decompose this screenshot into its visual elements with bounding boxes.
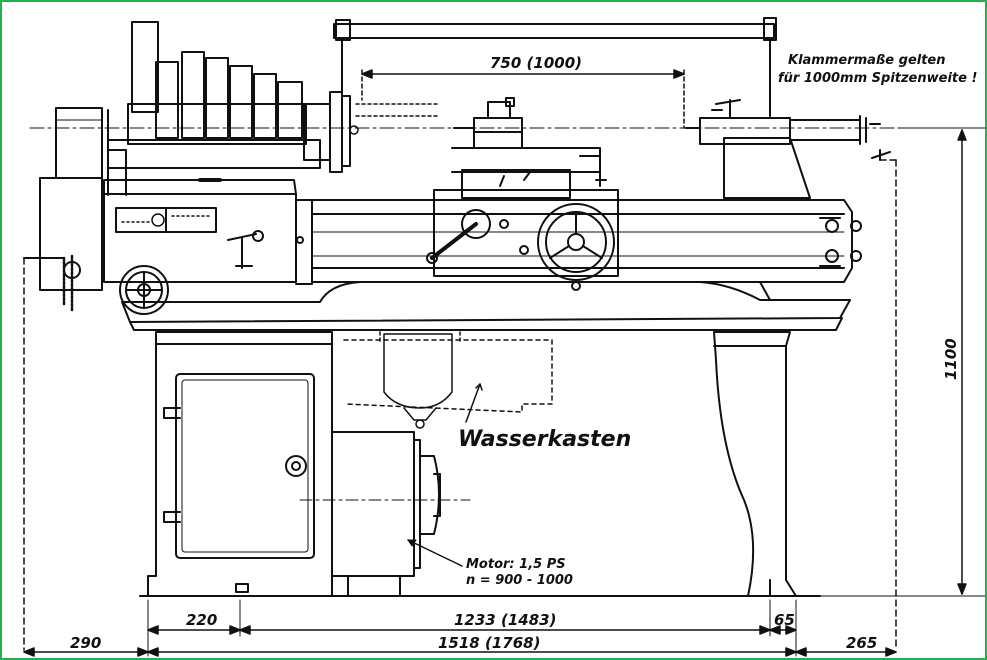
water-tank — [343, 331, 553, 429]
lathe-bed — [311, 199, 862, 283]
carriage — [426, 97, 619, 291]
dim-height: 1100 — [942, 338, 960, 380]
water-tank-label: Wasserkasten — [458, 427, 631, 452]
tailstock — [685, 99, 891, 199]
dim-foot-right: 65 — [774, 611, 795, 629]
motor-label-line2: n = 900 - 1000 — [466, 573, 573, 588]
dim-foot-left: 220 — [186, 611, 217, 629]
motor — [299, 431, 471, 597]
dim-overall-length: 1518 (1768) — [438, 634, 540, 652]
right-leg — [713, 331, 797, 597]
steady-rod — [333, 17, 777, 117]
motor-leader — [407, 539, 463, 567]
motor-label-line1: Motor: 1,5 PS — [466, 557, 566, 572]
dim-right-overhang: 265 — [846, 634, 877, 652]
labels: Klammermaße gelten für 1000mm Spitzenwei… — [70, 53, 977, 652]
clamp-note-line1: Klammermaße gelten — [788, 53, 946, 68]
dim-center-distance: 750 (1000) — [490, 54, 582, 72]
dimension-lines — [23, 69, 986, 657]
outline-dashed — [23, 159, 897, 651]
dim-bed-span: 1233 (1483) — [454, 611, 556, 629]
chip-tray — [121, 281, 851, 331]
clamp-note-line2: für 1000mm Spitzenweite ! — [778, 71, 977, 86]
dim-left-overhang: 290 — [70, 634, 101, 652]
headstock — [23, 21, 359, 315]
left-leg-cabinet — [147, 331, 333, 597]
